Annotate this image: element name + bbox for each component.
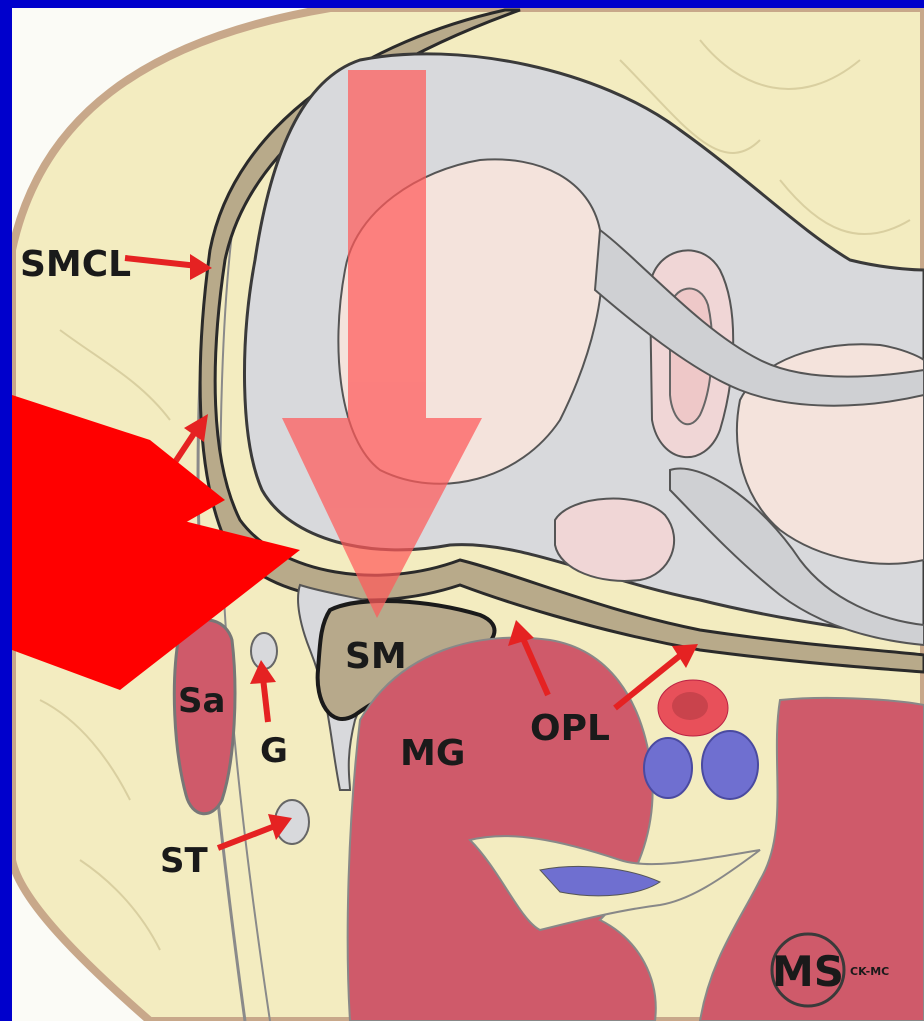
label-mg: MG — [400, 733, 465, 774]
popliteal-vein-1 — [644, 738, 692, 798]
label-st: ST — [160, 841, 208, 881]
medial-gastrocnemius-muscle — [348, 638, 656, 1021]
logo-text: MS — [772, 947, 844, 996]
label-sm: SM — [345, 636, 407, 677]
watermark-text: CK-MC — [850, 965, 889, 978]
label-g: G — [260, 731, 288, 771]
label-opl: OPL — [530, 708, 610, 749]
gracilis-tendon — [251, 633, 277, 669]
label-smcl: SMCL — [20, 244, 131, 285]
cruciate-ligament-2 — [555, 499, 674, 581]
label-sa: Sa — [178, 681, 225, 721]
popliteal-artery-lumen — [672, 692, 708, 720]
popliteal-vein-2 — [702, 731, 758, 799]
